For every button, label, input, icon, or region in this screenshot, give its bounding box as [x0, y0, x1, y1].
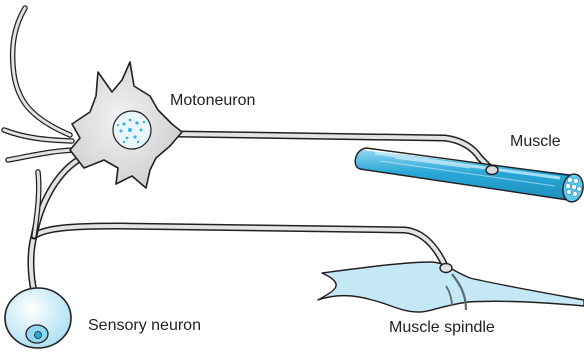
incoming-fibers [4, 8, 78, 160]
sensory-neuron-body [5, 288, 71, 348]
motoneuron-label: Motoneuron [170, 93, 255, 109]
muscle-label: Muscle [510, 134, 561, 150]
muscle-spindle-label: Muscle spindle [389, 320, 495, 336]
muscle-fiber [355, 148, 584, 204]
motoneuron-soma [70, 62, 182, 188]
muscle-spindle [318, 262, 584, 312]
sensory-neuron-label: Sensory neuron [88, 318, 201, 334]
motor-endplate [486, 166, 498, 175]
spindle-ending [440, 264, 452, 273]
